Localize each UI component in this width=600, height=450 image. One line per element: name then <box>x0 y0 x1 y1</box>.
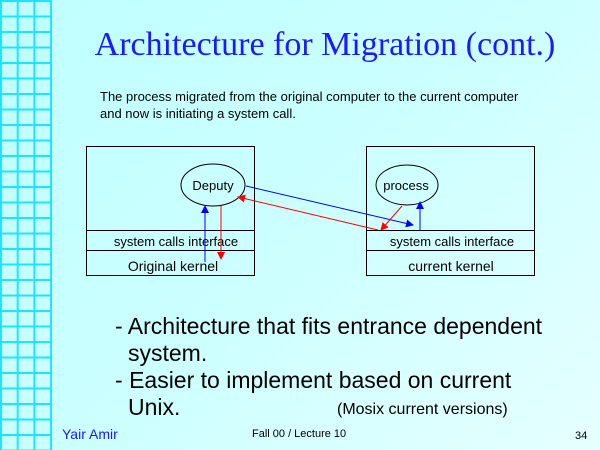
original-computer-box <box>86 146 255 276</box>
bullet-text-cont: Unix. <box>128 394 181 420</box>
left-interface-label: system calls interface <box>114 234 238 249</box>
decorative-grid <box>0 0 52 450</box>
bullet-text-cont: system. <box>128 340 208 366</box>
bullet-1: - Architecture that fits entrance depend… <box>115 313 542 367</box>
intro-text: The process migrated from the original c… <box>100 89 519 121</box>
process-node <box>375 164 439 206</box>
left-kernel-label: Original kernel <box>128 258 218 274</box>
arrow-deputy-to-remote <box>245 185 414 228</box>
current-computer-box <box>366 146 535 276</box>
bullet-dash: - <box>115 313 123 339</box>
footer-lecture: Fall 00 / Lecture 10 <box>252 428 347 440</box>
process-label: process <box>383 178 429 193</box>
right-kernel-label: current kernel <box>408 258 494 274</box>
deputy-label: Deputy <box>192 178 234 193</box>
bullet-dash: - <box>115 367 123 393</box>
bullet-text: Easier to implement based on current <box>129 367 512 393</box>
footer-author: Yair Amir <box>62 426 118 442</box>
arrow-process-syscall <box>380 205 403 231</box>
note: (Mosix current versions) <box>337 401 508 418</box>
right-interface-label: system calls interface <box>390 234 514 249</box>
bullet-2: - Easier to implement based on current U… <box>115 367 511 421</box>
bullet-text: Architecture that fits entrance dependen… <box>127 313 543 339</box>
arrow-remote-to-deputy <box>237 194 379 231</box>
slide-title: Architecture for Migration (cont.) <box>94 26 556 63</box>
deputy-node <box>180 163 246 207</box>
page-number: 34 <box>575 430 588 442</box>
